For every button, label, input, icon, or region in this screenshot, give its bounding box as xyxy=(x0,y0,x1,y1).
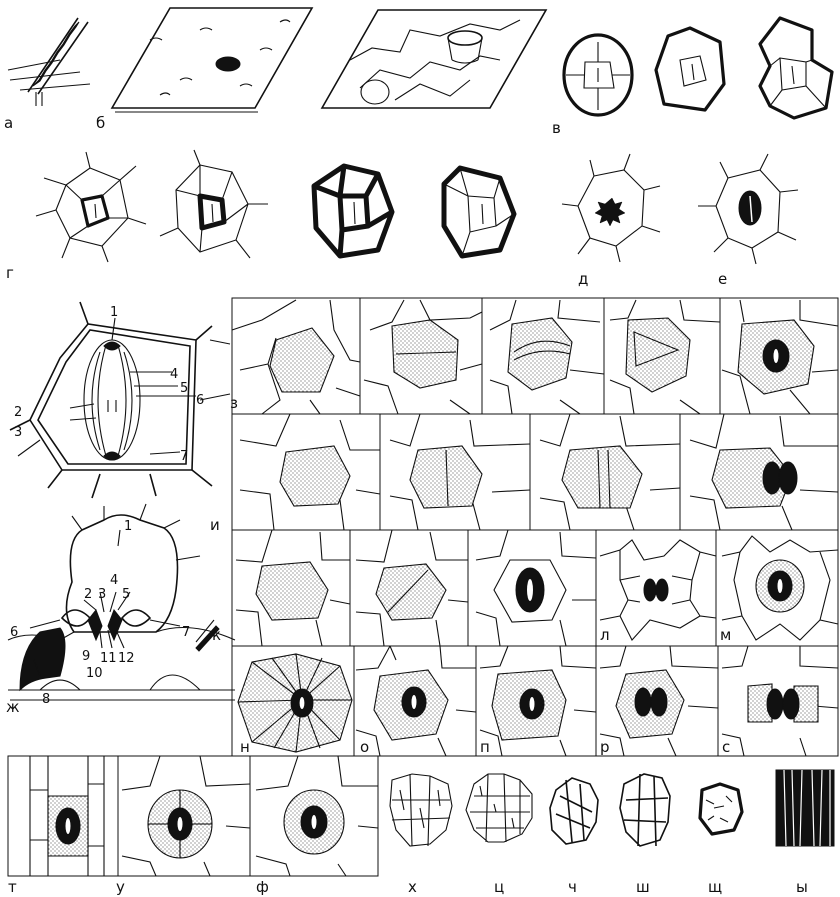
label-ch: ч xyxy=(568,878,577,896)
label-s: с xyxy=(722,738,730,756)
callout-bot-4: 4 xyxy=(110,573,118,588)
callout-top-4: 4 xyxy=(170,367,178,382)
callout-bot-12: 12 xyxy=(118,651,135,666)
figure-n-s: н о п р с xyxy=(232,646,838,756)
figure-z: з xyxy=(230,298,838,414)
figure-zh-section: 1 2 3 4 5 6 7 8 9 10 11 12 ж xyxy=(6,504,235,716)
callout-top-3: 3 xyxy=(14,425,22,440)
label-g: г xyxy=(6,264,14,282)
label-v: в xyxy=(552,119,561,137)
label-z: з xyxy=(230,394,238,412)
label-r: р xyxy=(600,738,610,756)
figure-t-u-f: т у ф xyxy=(8,756,378,896)
callout-bot-8: 8 xyxy=(42,692,50,707)
callout-top-1: 1 xyxy=(110,305,118,320)
label-b: б xyxy=(96,114,105,132)
callout-top-5: 5 xyxy=(180,381,188,396)
label-e: е xyxy=(718,270,727,288)
figure-g: г xyxy=(6,150,514,282)
label-n: н xyxy=(240,738,250,756)
figure-k: к л м xyxy=(212,530,838,646)
figure-v: в xyxy=(552,18,832,137)
callout-bot-1: 1 xyxy=(124,519,132,534)
callout-bot-6: 6 xyxy=(10,625,18,640)
figure-b: б xyxy=(96,8,546,132)
figure-kh-y: х ц ч ш щ ы xyxy=(390,770,834,896)
label-ts: ц xyxy=(494,878,504,896)
figure-d: д xyxy=(562,154,660,288)
callout-bot-9: 9 xyxy=(82,649,90,664)
label-shch: щ xyxy=(708,878,722,896)
figure-zh-surface: 1 2 3 4 5 6 7 xyxy=(10,302,230,498)
label-d: д xyxy=(578,270,588,288)
label-o: о xyxy=(360,738,369,756)
label-k: к xyxy=(212,626,221,644)
label-p: п xyxy=(480,738,490,756)
callout-bot-5: 5 xyxy=(122,587,130,602)
label-sh: ш xyxy=(636,878,650,896)
figure-a: а xyxy=(4,18,90,132)
figure-i: и xyxy=(210,414,838,534)
figure-e: е xyxy=(698,154,798,288)
label-a: а xyxy=(4,114,13,132)
label-u: у xyxy=(116,878,125,896)
label-y: ы xyxy=(796,878,808,896)
label-f: ф xyxy=(256,878,269,896)
callout-bot-10: 10 xyxy=(86,666,103,681)
callout-bot-2: 2 xyxy=(84,587,92,602)
label-zh: ж xyxy=(6,698,20,716)
callout-top-6: 6 xyxy=(196,393,204,408)
callout-bot-3: 3 xyxy=(98,587,106,602)
callout-top-7: 7 xyxy=(180,449,188,464)
label-l: л xyxy=(600,626,610,644)
label-m: м xyxy=(720,626,731,644)
label-t: т xyxy=(8,878,17,896)
callout-bot-11: 11 xyxy=(100,651,117,666)
label-i: и xyxy=(210,516,220,534)
callout-top-2: 2 xyxy=(14,405,22,420)
callout-bot-7: 7 xyxy=(182,625,190,640)
label-kh: х xyxy=(408,878,417,896)
